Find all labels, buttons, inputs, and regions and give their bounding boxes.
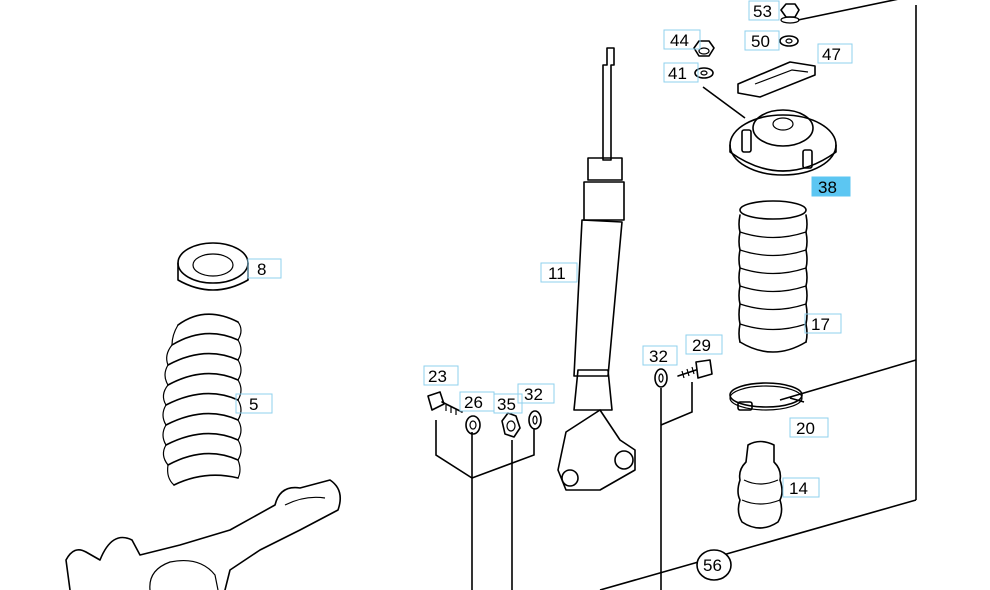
callout-label: 23 [428, 367, 447, 386]
pad-47 [737, 61, 816, 98]
coil-spring-5 [162, 313, 242, 486]
callout-label: 32 [524, 385, 543, 404]
callout-label: 47 [822, 45, 841, 64]
callout-8[interactable]: 8 [247, 258, 282, 279]
callout-label: 11 [548, 264, 566, 283]
clamp-20 [729, 382, 803, 411]
callout-label: 41 [668, 64, 687, 83]
callout-26[interactable]: 26 [459, 391, 495, 412]
washer-32b [528, 410, 542, 430]
bump-stop-14 [737, 440, 783, 529]
callout-label: 32 [649, 347, 668, 366]
nut-44 [693, 40, 715, 57]
callout-32a[interactable]: 32 [642, 345, 678, 366]
callout-label: 8 [257, 260, 266, 279]
callout-label: 53 [753, 2, 772, 21]
callouts: 53 44 50 47 41 38 8 11 [235, 0, 853, 581]
callout-label: 5 [249, 395, 258, 414]
bolt-29 [677, 359, 713, 379]
callout-41[interactable]: 41 [663, 62, 699, 83]
callout-label: 17 [811, 315, 830, 334]
callout-53[interactable]: 53 [748, 0, 780, 21]
control-arm [65, 479, 341, 590]
callout-label: 14 [789, 479, 808, 498]
callout-label: 44 [670, 31, 689, 50]
callout-label: 35 [497, 395, 516, 414]
washer-41 [694, 67, 714, 79]
callout-17[interactable]: 17 [804, 313, 842, 334]
spring-seat-8 [177, 242, 249, 291]
callout-32b[interactable]: 32 [517, 383, 555, 404]
washer-50 [779, 35, 799, 47]
callout-38[interactable]: 38 [811, 176, 851, 197]
leader-lines [435, 86, 805, 590]
shock-absorber-11 [557, 47, 636, 491]
callout-11[interactable]: 11 [540, 262, 578, 283]
callout-29[interactable]: 29 [685, 334, 723, 355]
callout-47[interactable]: 47 [817, 43, 853, 64]
bellows-17 [738, 200, 808, 353]
callout-label: 56 [703, 556, 722, 575]
washer-26 [465, 415, 481, 435]
callout-56-circled[interactable]: 56 [696, 549, 732, 581]
strut-mount-38 [729, 109, 837, 176]
callout-14[interactable]: 14 [782, 477, 820, 498]
callout-label: 50 [751, 32, 770, 51]
nut-35 [501, 412, 521, 438]
washer-32a [654, 368, 668, 388]
callout-5[interactable]: 5 [235, 393, 273, 414]
callout-50[interactable]: 50 [744, 30, 780, 51]
callout-label: 38 [818, 178, 837, 197]
callout-20[interactable]: 20 [789, 417, 829, 438]
callout-label: 20 [796, 419, 815, 438]
callout-label: 29 [692, 336, 711, 355]
callout-23[interactable]: 23 [423, 365, 459, 386]
callout-label: 26 [464, 393, 483, 412]
frame-lines [599, 0, 917, 590]
callout-44[interactable]: 44 [663, 29, 701, 50]
nut-53 [780, 3, 800, 24]
bolt-23 [427, 391, 463, 415]
